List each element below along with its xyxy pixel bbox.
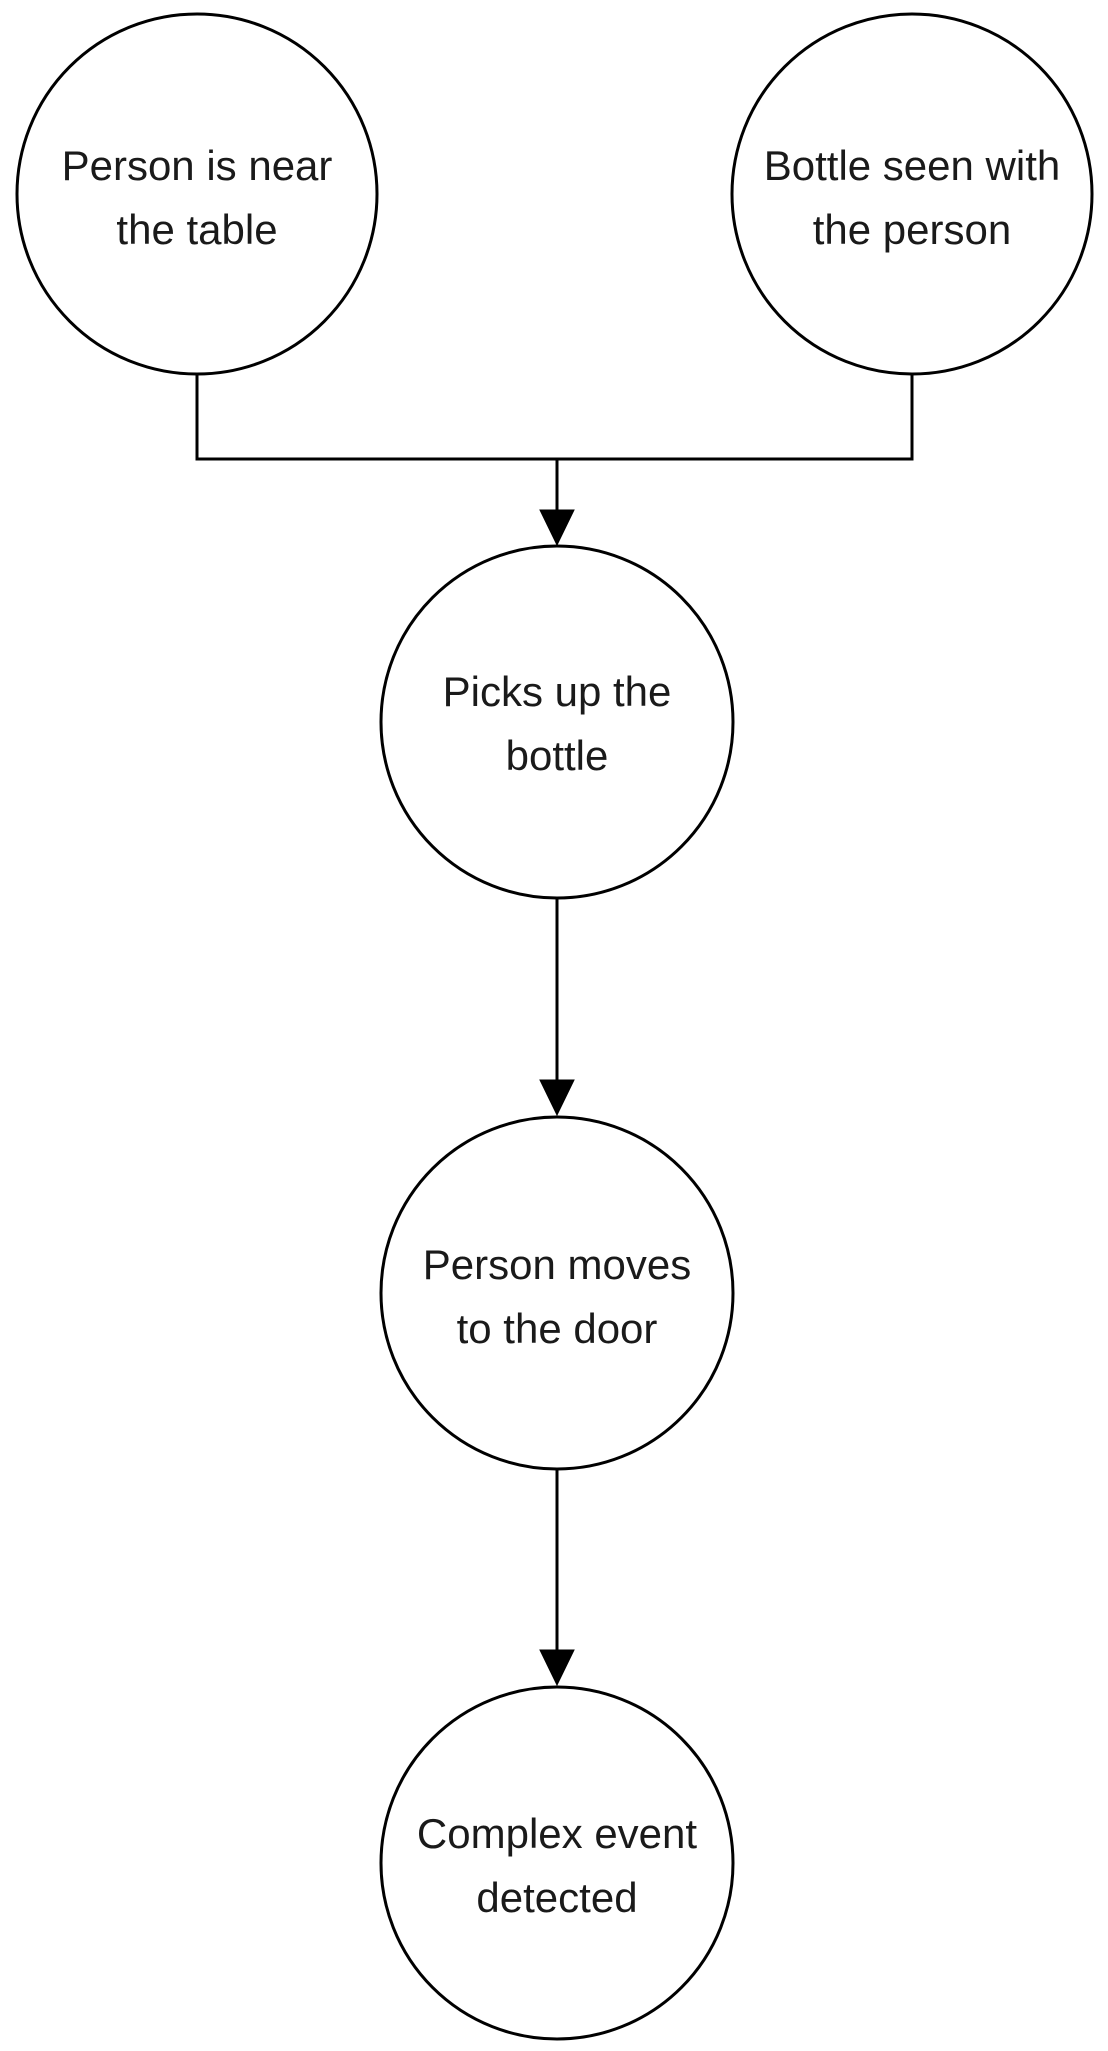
- node-label-line: Complex event: [417, 1810, 697, 1857]
- node-circle: [379, 1115, 735, 1471]
- node-person-moves-to-door: Person moves to the door: [379, 1115, 735, 1471]
- node-complex-event-detected: Complex event detected: [379, 1685, 735, 2041]
- node-bottle-seen-with-person: Bottle seen with the person: [730, 12, 1094, 376]
- node-label-line: Picks up the: [443, 668, 672, 715]
- node-label: Person is near: [62, 142, 333, 189]
- node-label: Person moves: [423, 1241, 691, 1288]
- node-circle: [15, 12, 379, 376]
- node-label-line: detected: [476, 1874, 637, 1921]
- node-label: Bottle seen with: [764, 142, 1061, 189]
- node-label: bottle: [506, 732, 609, 779]
- node-label: detected: [476, 1874, 637, 1921]
- node-circle: [379, 544, 735, 900]
- node-circle: [379, 1685, 735, 2041]
- arrowhead-picks-up: [539, 509, 575, 547]
- node-label-line: bottle: [506, 732, 609, 779]
- arrowhead-complex-event: [539, 1649, 575, 1687]
- node-label-line: Bottle seen with: [764, 142, 1061, 189]
- node-label: Complex event: [417, 1810, 697, 1857]
- node-label: to the door: [457, 1305, 658, 1352]
- connector-near-table-to-merge: [195, 375, 557, 461]
- node-circle: [730, 12, 1094, 376]
- node-label-line: Person moves: [423, 1241, 691, 1288]
- node-person-near-table: Person is near the table: [15, 12, 379, 376]
- node-label-line: the table: [116, 206, 277, 253]
- node-label-line: Person is near: [62, 142, 333, 189]
- node-label: Picks up the: [443, 668, 672, 715]
- node-label-line: the person: [813, 206, 1011, 253]
- node-label: the table: [116, 206, 277, 253]
- node-picks-up-bottle: Picks up the bottle: [379, 544, 735, 900]
- connector-bottle-seen-to-merge: [557, 375, 914, 461]
- node-label: the person: [813, 206, 1011, 253]
- node-label-line: to the door: [457, 1305, 658, 1352]
- arrowhead-moves-door: [539, 1079, 575, 1117]
